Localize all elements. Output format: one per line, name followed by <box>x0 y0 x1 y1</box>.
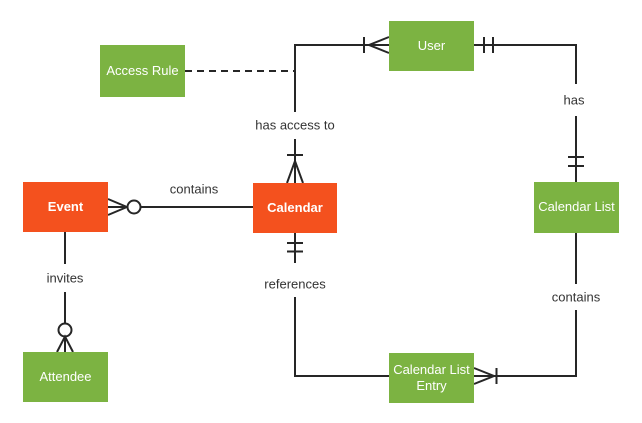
entity-access-rule-label: Access Rule <box>106 62 179 78</box>
crowsfoot-many-at-user <box>366 36 390 54</box>
connector-calendar-list-entry <box>473 233 577 385</box>
crowsfoot-many-at-calendar <box>286 158 304 184</box>
entity-calendar-label: Calendar <box>267 199 323 215</box>
double-tick-one-at-calendar-list <box>568 156 584 167</box>
double-tick-one-at-calendar-bottom <box>287 242 303 253</box>
connector-user-calendar-list <box>474 37 584 182</box>
relationship-label-contains-calendar-list: contains <box>548 289 604 305</box>
entity-attendee[interactable]: Attendee <box>23 352 108 402</box>
connector-calendar-user <box>286 36 390 184</box>
connector-line <box>474 44 577 84</box>
connector-line <box>494 310 577 377</box>
entity-user[interactable]: User <box>389 21 474 71</box>
relationship-label-contains-event-calendar: contains <box>166 181 222 197</box>
relationship-label-has-access-to: has access to <box>252 117 338 133</box>
connector-event-calendar <box>107 198 253 216</box>
entity-calendar-list-label: Calendar List <box>538 199 615 215</box>
crowsfoot-many-at-entry <box>473 367 497 385</box>
entity-calendar[interactable]: Calendar <box>253 183 337 233</box>
entity-calendar-list-entry-label: Calendar List Entry <box>393 361 470 393</box>
cardinality-zero-ring-at-event <box>126 199 142 215</box>
connector-line <box>294 297 389 377</box>
entity-user-label: User <box>417 37 446 53</box>
connector-line <box>294 44 389 112</box>
entity-calendar-list-entry[interactable]: Calendar List Entry <box>389 353 474 403</box>
relationship-label-has: has <box>560 92 588 108</box>
entity-event[interactable]: Event <box>23 182 108 232</box>
entity-event-label: Event <box>47 198 84 214</box>
connector-event-attendee <box>56 232 74 353</box>
entity-attendee-label: Attendee <box>39 368 92 384</box>
entity-access-rule[interactable]: Access Rule <box>100 45 185 97</box>
double-tick-one-at-user-side <box>483 37 494 53</box>
crowsfoot-many-at-event <box>107 198 130 216</box>
relationship-label-invites: invites <box>43 270 87 286</box>
connector-calendar-references <box>287 233 389 377</box>
entity-calendar-list[interactable]: Calendar List <box>534 182 619 233</box>
crowsfoot-many-at-attendee <box>56 334 74 353</box>
relationship-label-references: references <box>261 276 329 292</box>
